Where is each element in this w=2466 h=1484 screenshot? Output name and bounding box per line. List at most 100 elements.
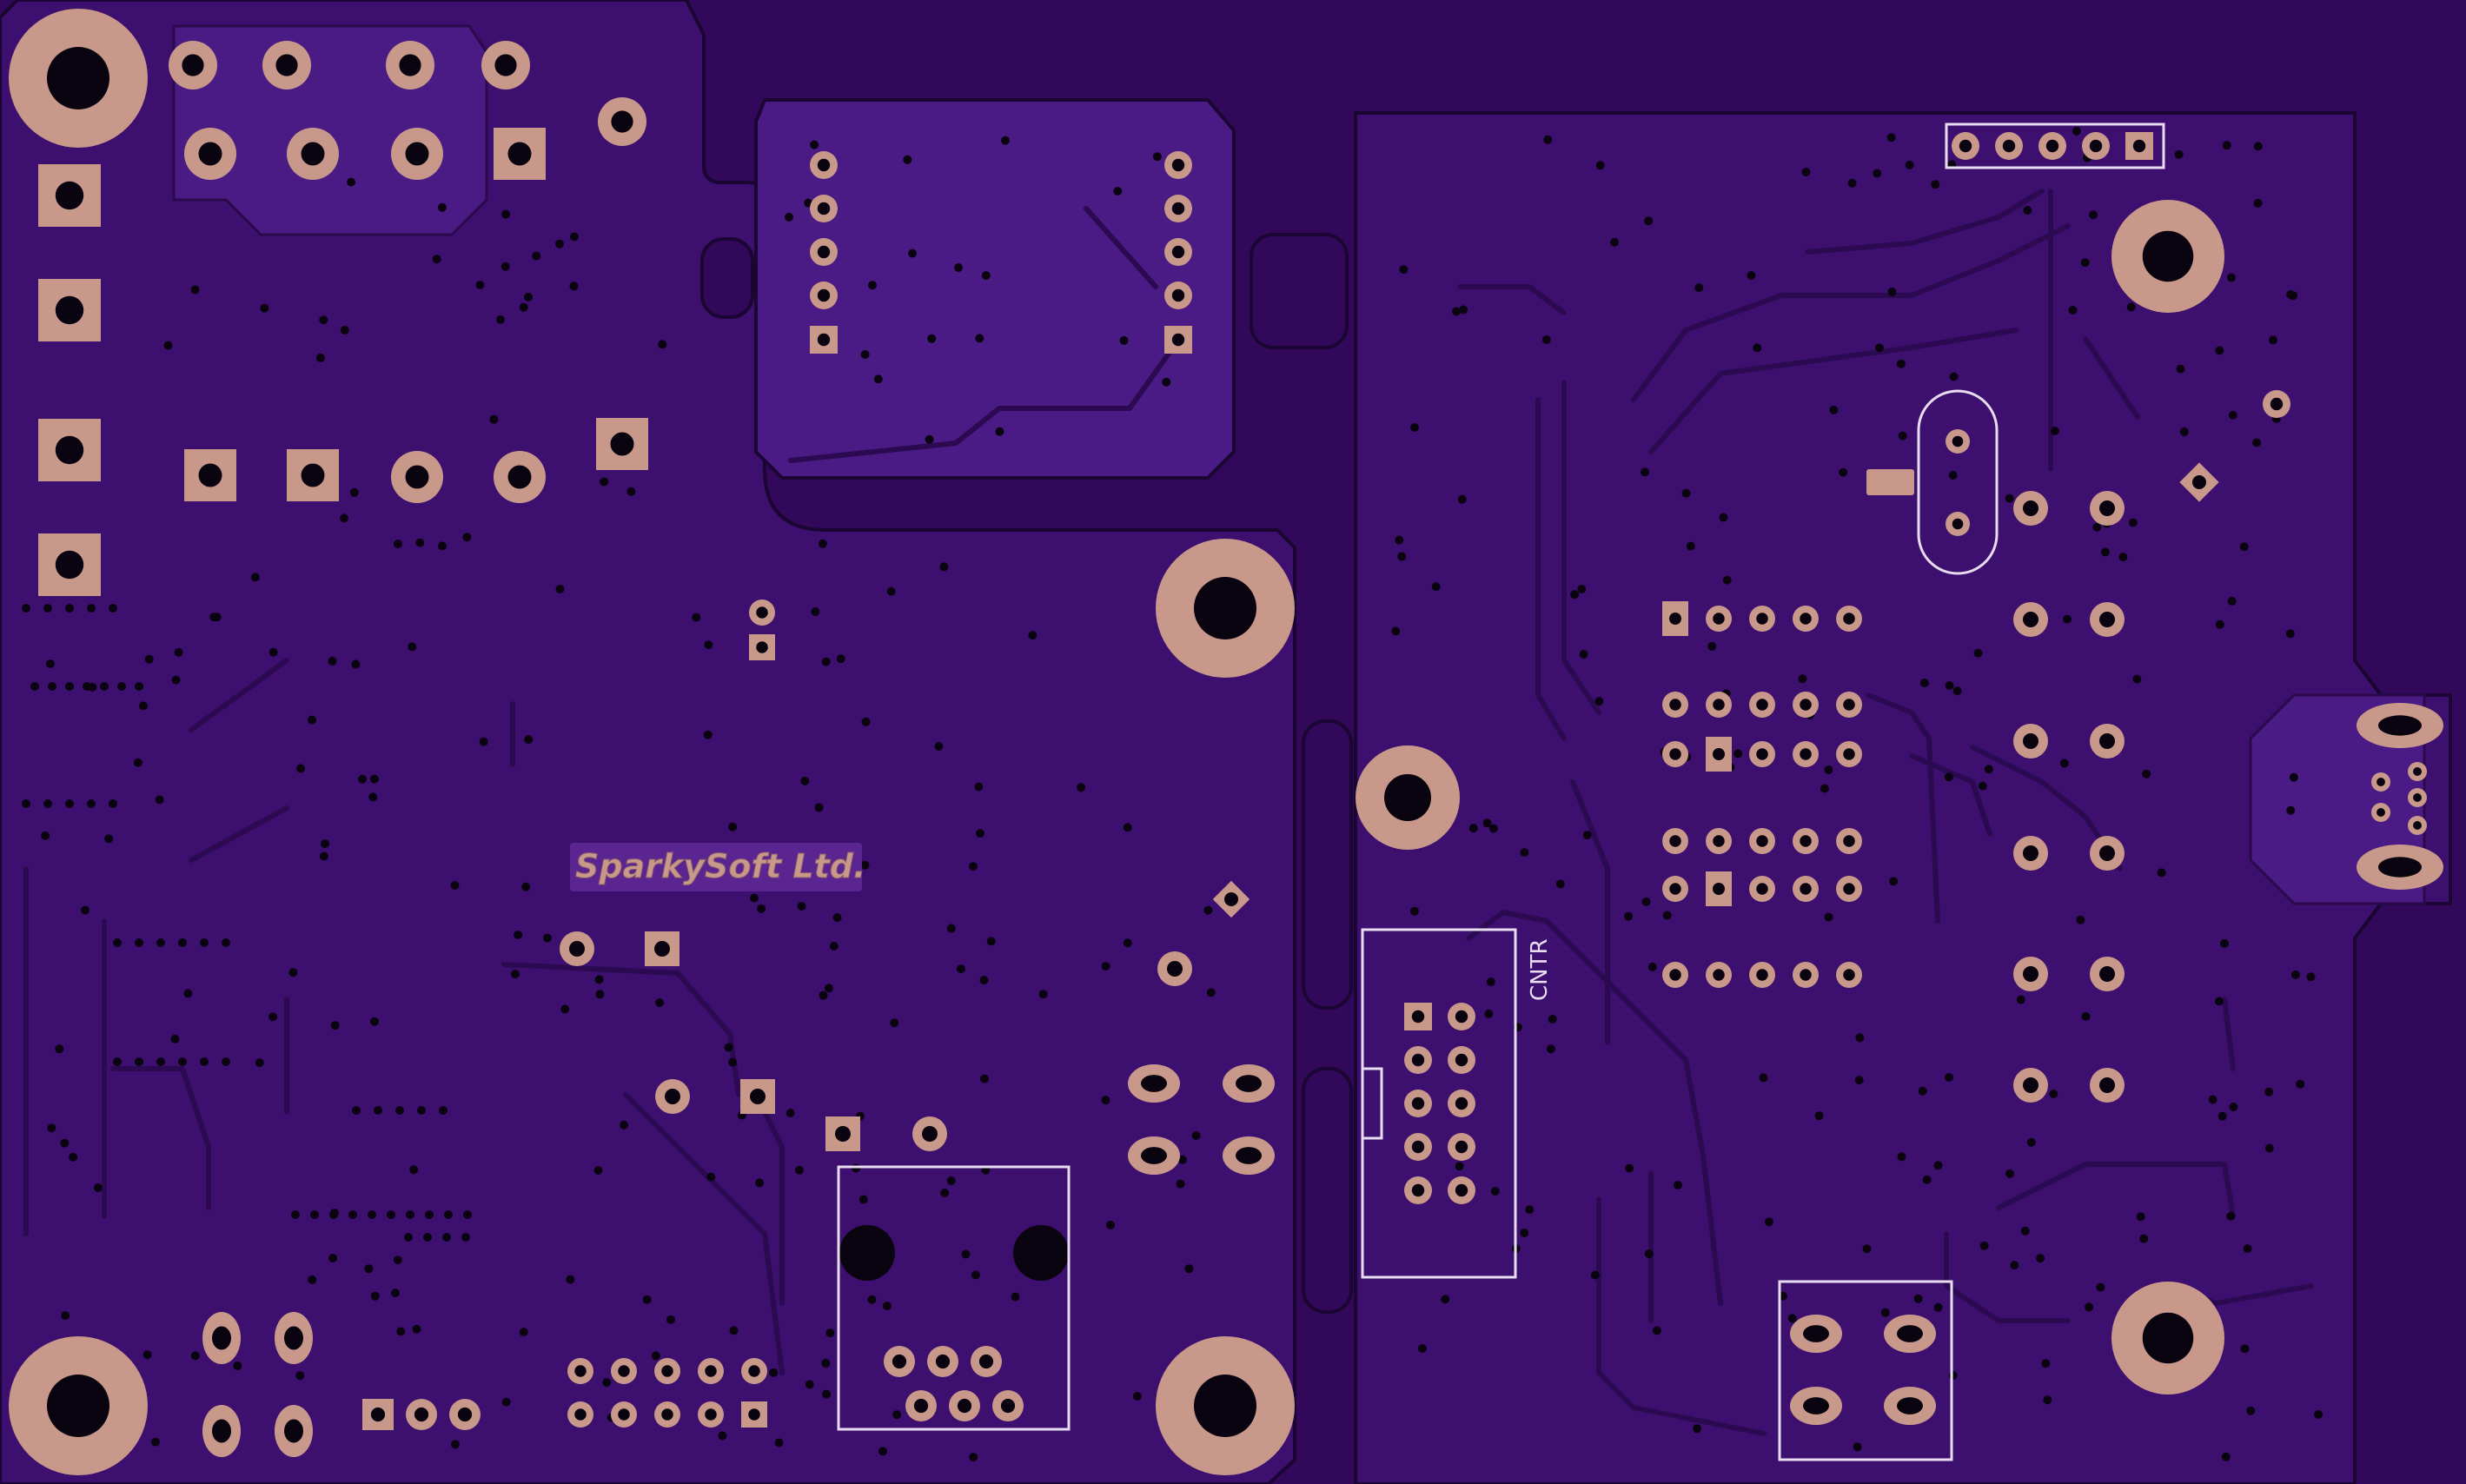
via-icon [860,860,870,870]
via-icon [2240,1344,2250,1354]
pad-icon [741,1358,767,1384]
silk-cntr-notch [1362,1067,1383,1140]
via-icon [1459,305,1468,315]
via-icon [2286,805,2296,815]
silkscreen [837,123,2165,1461]
logo-backplate [570,843,862,891]
via-icon [65,682,74,691]
via-icon [315,353,325,362]
via-icon [370,1291,380,1301]
via-icon [1945,1073,1953,1082]
via-icon [971,1270,980,1280]
via-icon [1944,772,1953,782]
via-icon [260,303,269,313]
via-icon [83,682,91,691]
via-icon [666,1315,675,1324]
pad-icon [202,1405,241,1457]
via-icon [2179,427,2189,436]
via-icon [2041,1359,2051,1368]
via-icon [600,477,609,487]
pad-icon [654,1401,680,1428]
pad-icon [2013,1068,2048,1103]
via-icon [1520,1229,1529,1237]
via-icon [1482,818,1492,828]
pad-icon [391,451,443,503]
via-icon [150,1437,160,1447]
via-icon [655,998,665,1007]
via-icon [980,1074,989,1083]
via-icon [2005,494,2014,503]
via-icon [139,701,148,711]
via-icon [268,1012,278,1022]
via-icon [155,795,164,805]
pad-icon [1749,962,1775,988]
via-icon [1579,650,1588,659]
pad-icon [38,419,101,481]
via-icon [55,1044,64,1054]
pad-icon [740,1079,775,1114]
via-icon [295,1371,305,1381]
via-icon [47,1123,56,1133]
pad-icon [1793,962,1819,988]
via-icon [1952,686,1962,696]
pad-icon [810,282,838,309]
via-icon [1759,1073,1768,1083]
pad-icon [494,451,546,503]
pad-icon [825,1116,860,1151]
via-icon [2253,198,2263,208]
via-icon [728,1057,738,1067]
pad-icon [2090,1068,2125,1103]
pad-icon [2408,816,2427,835]
via-icon [1488,824,1498,833]
pad-icon [567,1401,593,1428]
slot-3 [1302,1067,1353,1314]
via-icon [2081,1011,2091,1021]
via-icon [65,604,74,613]
company-logo: SparkySoft Ltd. [570,843,866,891]
via-icon [2096,1282,2105,1292]
via-icon [805,1380,814,1389]
via-icon [1889,877,1899,886]
via-icon [814,803,824,812]
via-icon [1101,962,1110,971]
via-icon [2221,1452,2231,1461]
pad-icon [810,326,838,354]
pad-icon [184,128,236,180]
via-icon [288,968,298,977]
via-icon [2306,972,2316,982]
mounting-hole-icon [1356,745,1460,850]
via-icon [2100,547,2110,557]
via-icon [2085,1302,2094,1312]
via-icon [1824,912,1833,922]
pad-icon [1223,1136,1275,1175]
via-icon [2059,759,2069,768]
via-icon [2050,427,2059,435]
via-icon [1123,823,1132,832]
via-icon [364,1264,374,1274]
via-icon [543,933,552,943]
via-icon [1610,237,1619,247]
via-icon [1887,287,1897,296]
via-icon [560,1004,570,1014]
via-icon [785,212,793,222]
pad-icon [1706,962,1732,988]
via-icon [43,799,52,808]
via-icon [1862,1244,1872,1254]
pad-icon [749,600,775,626]
pad-icon [1749,876,1775,902]
via-icon [439,1106,447,1115]
via-icon [1397,552,1407,561]
via-icon [178,938,187,947]
via-icon [532,251,541,261]
via-icon [1548,1015,1557,1024]
via-icon [1973,648,1983,658]
via-icon [1206,988,1216,997]
via-icon [171,675,181,685]
via-icon [328,656,337,666]
via-icon [800,776,810,785]
pad-icon [611,1358,637,1384]
via-icon [570,232,579,242]
pad-field [38,41,2443,1457]
via-icon [1176,1179,1185,1189]
via-icon [1979,1241,1989,1250]
